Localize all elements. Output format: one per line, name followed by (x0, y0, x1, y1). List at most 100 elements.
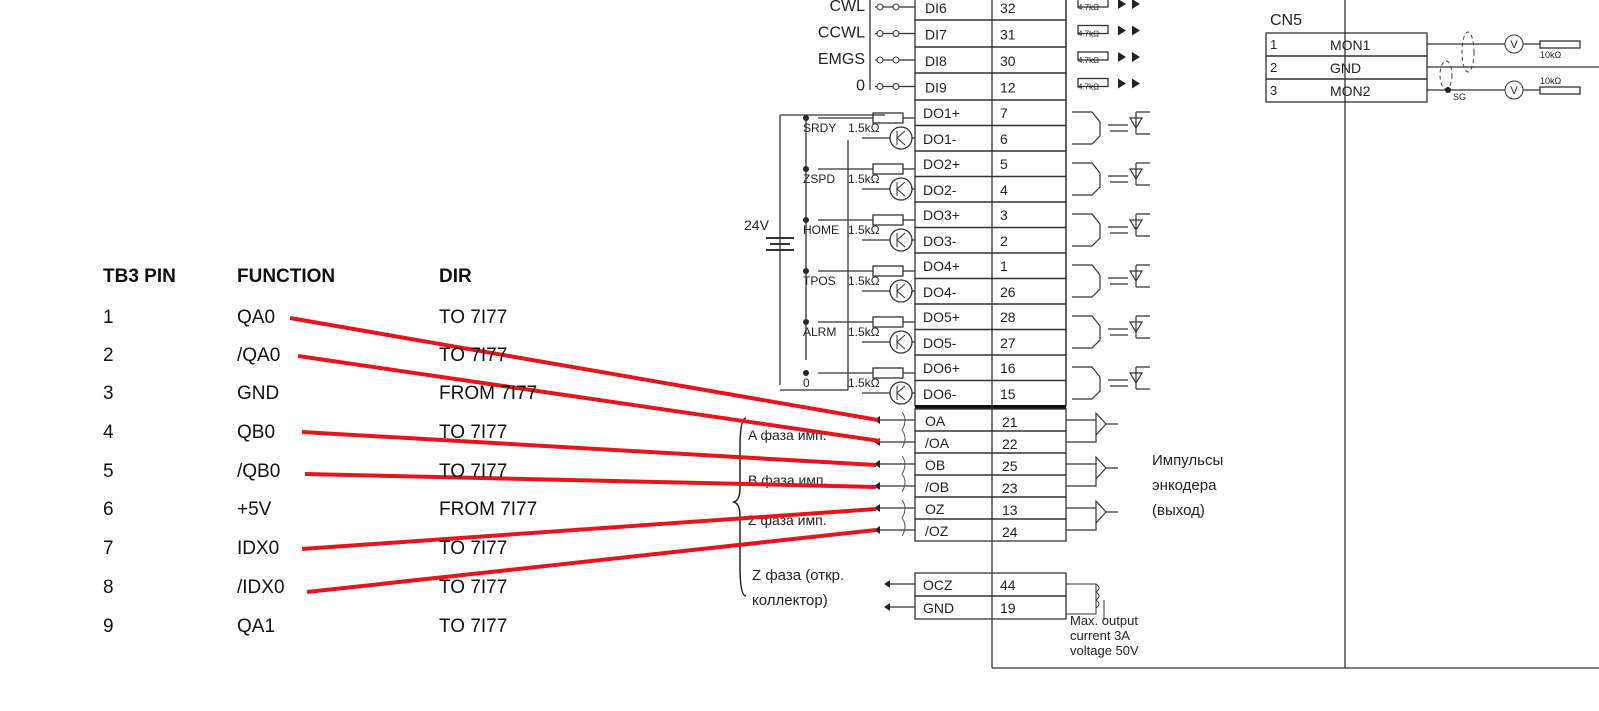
output-label: 0 (803, 376, 810, 390)
switch-icon (892, 3, 900, 11)
pin-function: QA1 (237, 616, 276, 637)
optocoupler-icon (1118, 78, 1140, 89)
input-signal: DI9 (925, 80, 947, 96)
encoder-signal: /OZ (925, 523, 949, 539)
switch-icon (876, 30, 884, 37)
sg-label: SG (1453, 92, 1466, 102)
diode-glyph (896, 385, 906, 401)
switch-icon (892, 30, 900, 37)
pin-function: GND (237, 383, 280, 404)
input-resistor-label: 4.7kΩ (1078, 83, 1099, 92)
group-brace-icon (731, 417, 747, 597)
input-pin: 30 (1000, 53, 1016, 69)
encoder-note: Импульсы (1152, 452, 1223, 469)
switch-icon (876, 3, 884, 11)
voltmeter-label: V (1510, 85, 1518, 97)
junction-dot (803, 370, 809, 376)
output-label: SRDY (803, 121, 836, 135)
output-signal-plus: DO1+ (923, 105, 960, 121)
cn5-resistor-label: 10kΩ (1540, 76, 1562, 86)
output-signal-minus: DO3- (923, 233, 957, 249)
relay-diode-icon (889, 126, 913, 150)
optocoupler-output-icon (1072, 366, 1150, 400)
encoder-signal: OA (925, 413, 946, 429)
pin-number: 7 (103, 538, 114, 559)
output-signal-minus: DO2- (923, 182, 957, 198)
pin-function: /QB0 (237, 461, 281, 482)
red-jumper-wire (301, 507, 877, 551)
output-pin-plus: 5 (1000, 156, 1008, 172)
encoder-note: энкодера (1152, 477, 1217, 494)
line-driver-icon (1066, 455, 1118, 487)
diode-glyph (896, 130, 906, 146)
output-pin-minus: 27 (1000, 335, 1016, 351)
arrow-left-icon (874, 482, 880, 490)
pin-direction: FROM 7I77 (439, 383, 538, 404)
arrow-left-icon (884, 580, 890, 588)
line-driver-icon (1066, 411, 1118, 443)
encoder-pin: 23 (1002, 480, 1018, 496)
relay-diode-icon (889, 177, 913, 201)
output-pin-plus: 7 (1000, 105, 1008, 121)
output-signal-plus: DO3+ (923, 207, 960, 223)
output-pin-plus: 28 (1000, 309, 1016, 325)
pin-function: IDX0 (237, 538, 280, 559)
pin-function: +5V (237, 499, 272, 520)
output-resistor-label: 1.5kΩ (848, 376, 880, 390)
relay-diode-icon (889, 279, 913, 303)
pair-bracket-icon (901, 411, 906, 449)
input-signal: DI8 (925, 53, 947, 69)
pair-bracket-icon (901, 499, 906, 537)
pin-function: QA0 (237, 307, 276, 328)
input-resistor-label: 4.7kΩ (1078, 3, 1099, 12)
output-label: ZSPD (803, 172, 835, 186)
oc-label: коллектор) (752, 592, 828, 609)
output-resistor-label: 1.5kΩ (848, 223, 880, 237)
encoder-pin: 24 (1002, 524, 1018, 540)
relay-diode-icon (889, 330, 913, 354)
header-function: FUNCTION (237, 266, 336, 287)
input-signal: DI6 (925, 0, 947, 16)
pin-number: 2 (103, 345, 114, 366)
output-pin-minus: 15 (1000, 386, 1016, 402)
output-pin-minus: 26 (1000, 284, 1016, 300)
pin-direction: FROM 7I77 (439, 499, 538, 520)
encoder-pin: 21 (1002, 414, 1018, 430)
output-pin-plus: 16 (1000, 360, 1016, 376)
pin-direction: TO 7I77 (439, 345, 508, 366)
output-label: HOME (803, 223, 839, 237)
pin-function: /IDX0 (237, 577, 285, 598)
junction-dot (1445, 87, 1451, 93)
cn5-title: CN5 (1270, 12, 1302, 29)
encoder-note: (выход) (1152, 502, 1205, 519)
cn5-signal: MON1 (1330, 37, 1371, 53)
output-pin-plus: 1 (1000, 258, 1008, 274)
input-pin: 12 (1000, 80, 1016, 96)
switch-icon (892, 83, 900, 90)
shield-icon (1439, 60, 1453, 90)
optocoupler-output-icon (1072, 264, 1150, 298)
input-label: CWL (829, 0, 865, 15)
output-signal-minus: DO5- (923, 335, 957, 351)
pin-direction: TO 7I77 (439, 422, 508, 443)
output-resistor-label: 1.5kΩ (848, 121, 880, 135)
pin-number: 1 (103, 307, 114, 328)
output-signal-plus: DO6+ (923, 360, 960, 376)
arrow-left-icon (874, 526, 880, 534)
switch-icon (876, 56, 884, 64)
pin-number: 5 (103, 461, 114, 482)
red-jumper-wire (289, 316, 879, 422)
max-output-note: current 3A (1070, 628, 1130, 643)
pair-bracket-icon (901, 455, 906, 493)
red-jumper-wire (304, 472, 877, 489)
pin-direction: TO 7I77 (439, 538, 508, 559)
input-resistor-icon (1077, 0, 1109, 8)
red-jumper-wire (297, 354, 881, 443)
input-pin: 32 (1000, 0, 1016, 16)
optocoupler-icon (1118, 25, 1140, 36)
shield-icon (1461, 31, 1475, 73)
output-pin-minus: 2 (1000, 233, 1008, 249)
optocoupler-output-icon (1072, 315, 1150, 349)
oc-signal: GND (923, 600, 954, 616)
pin-function: QB0 (237, 422, 276, 443)
